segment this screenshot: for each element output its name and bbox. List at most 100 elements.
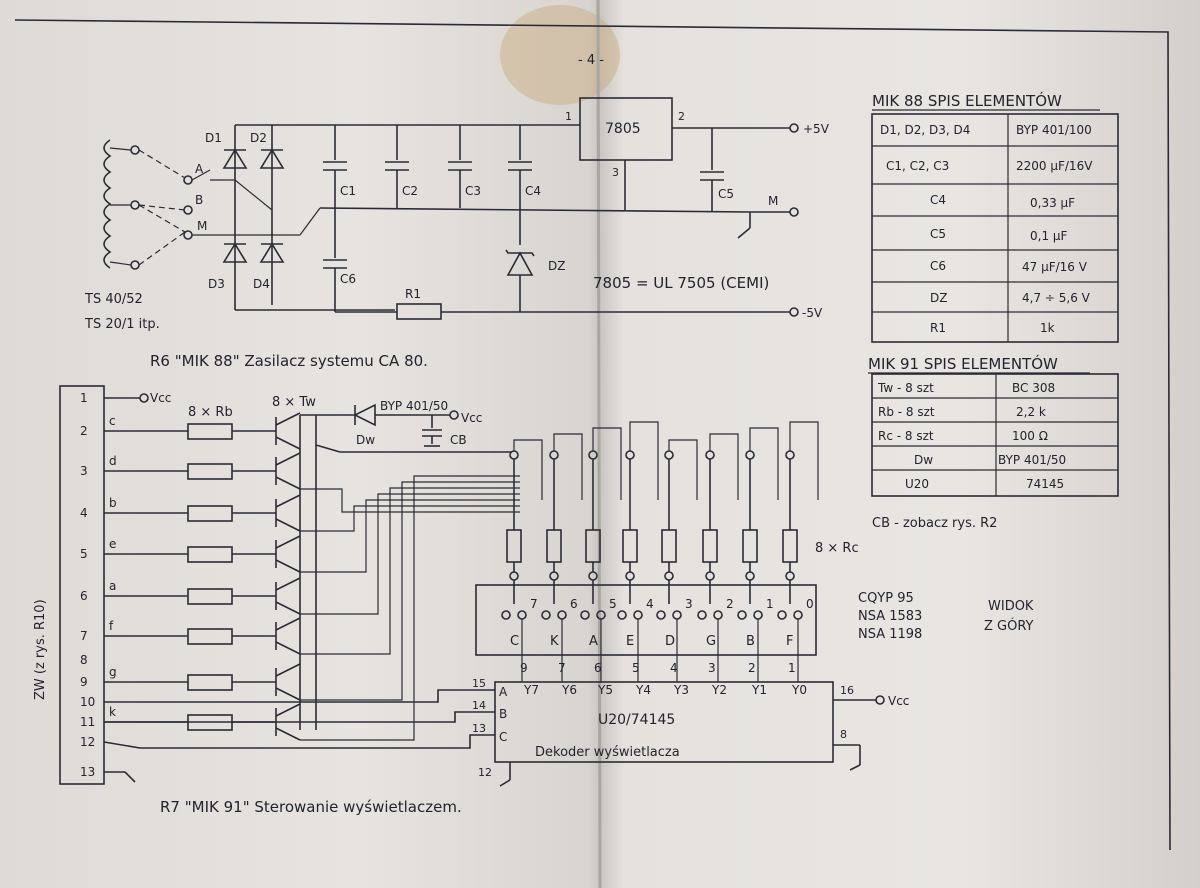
connector-pin-13: 13 bbox=[80, 765, 95, 779]
label-plus5v: +5V bbox=[803, 122, 830, 136]
mik88-row6-part: DZ bbox=[930, 291, 947, 305]
decoder-input-pin-14: 14 bbox=[472, 699, 486, 712]
mik88-row7-part: R1 bbox=[930, 321, 946, 335]
decoder-pin16: 16 bbox=[840, 684, 854, 697]
psu-caption: R6 "MIK 88" Zasilacz systemu CA 80. bbox=[150, 352, 428, 370]
display-module bbox=[475, 584, 817, 656]
reg-pin2: 2 bbox=[678, 110, 685, 123]
connector-label: ZW (z rys. R10) bbox=[33, 599, 48, 700]
segment-label-d: d bbox=[109, 454, 117, 468]
display-type-3: NSA 1198 bbox=[858, 627, 922, 642]
vcc-label-decoder: Vcc bbox=[888, 694, 909, 708]
decoder-input-A: A bbox=[499, 685, 508, 699]
mik91-table-title: MIK 91 SPIS ELEMENTÓW bbox=[868, 354, 1058, 373]
segment-label-a: a bbox=[109, 579, 116, 593]
mik91-row3-part: Rc - 8 szt bbox=[878, 429, 934, 443]
page-border bbox=[14, 19, 1171, 851]
display-digit-5: 5 bbox=[609, 597, 617, 611]
resistor-rb-c bbox=[187, 423, 233, 440]
rb-label: 8 × Rb bbox=[188, 405, 233, 420]
segment-label-b: b bbox=[109, 496, 117, 510]
decoder-pin-6: 6 bbox=[594, 661, 602, 675]
decoder-input-C: C bbox=[499, 730, 507, 744]
switch-b-terminal bbox=[183, 205, 193, 215]
decoder-pin-1: 1 bbox=[788, 661, 796, 675]
label-d1: D1 bbox=[205, 131, 222, 145]
resistor-rc-4 bbox=[622, 529, 638, 563]
regulator-7805 bbox=[579, 97, 673, 161]
switch-a-terminal bbox=[183, 175, 193, 185]
connector-pin-12: 12 bbox=[80, 735, 95, 749]
mik88-row7-value: 1k bbox=[1040, 321, 1055, 335]
connector-pin-10: 10 bbox=[80, 695, 95, 709]
mik91-row1-value: BC 308 bbox=[1012, 381, 1055, 395]
mik88-row4-part: C5 bbox=[930, 227, 946, 241]
label-c5: C5 bbox=[718, 187, 734, 201]
decoder-output-Y4: Y4 bbox=[635, 683, 651, 697]
reg-pin1: 1 bbox=[565, 110, 572, 123]
mik88-row2-value: 2200 μF/16V bbox=[1016, 159, 1093, 173]
display-digit-1: 1 bbox=[766, 597, 774, 611]
mik88-table-title: MIK 88 SPIS ELEMENTÓW bbox=[872, 91, 1062, 110]
decoder-output-Y5: Y5 bbox=[597, 683, 613, 697]
decoder-input-pin-13: 13 bbox=[472, 722, 486, 735]
diode-d2 bbox=[259, 148, 285, 169]
switch-label-a: A bbox=[195, 162, 204, 176]
display-digit-2: 2 bbox=[726, 597, 734, 611]
diode-d1 bbox=[222, 148, 248, 169]
mik91-row2-part: Rb - 8 szt bbox=[878, 405, 935, 419]
mik91-row1-part: Tw - 8 szt bbox=[877, 381, 934, 395]
mik91-table-note: CB - zobacz rys. R2 bbox=[872, 516, 997, 531]
label-m: M bbox=[768, 194, 778, 208]
switch-m-terminal bbox=[183, 230, 193, 240]
connector-pin-3: 3 bbox=[80, 464, 88, 478]
display-digit-3: 3 bbox=[685, 597, 693, 611]
terminal-plus5v bbox=[789, 123, 799, 133]
decoder-name: U20/74145 bbox=[598, 712, 675, 728]
mik88-row3-part: C4 bbox=[930, 193, 946, 207]
psu-schematic: A B M D1 D2 D3 D4 C1 C2 bbox=[84, 97, 830, 370]
mik91-row4-part: Dw bbox=[914, 453, 933, 467]
label-c2: C2 bbox=[402, 184, 418, 198]
rc-label: 8 × Rc bbox=[815, 541, 859, 556]
capacitors bbox=[323, 125, 724, 290]
vcc-label-pin1: Vcc bbox=[150, 391, 171, 405]
mik88-parts-table: MIK 88 SPIS ELEMENTÓW D1, D2, D3, D4 BYP… bbox=[871, 91, 1119, 343]
reg-pin3: 3 bbox=[612, 166, 619, 179]
label-d4: D4 bbox=[253, 277, 270, 291]
resistor-rc-5 bbox=[661, 529, 677, 563]
decoder-output-Y6: Y6 bbox=[561, 683, 577, 697]
label-d3: D3 bbox=[208, 277, 225, 291]
decoder-74145 bbox=[494, 681, 834, 763]
mik88-row1-part: D1, D2, D3, D4 bbox=[880, 123, 970, 137]
display-digit-4: 4 bbox=[646, 597, 654, 611]
decoder-input-B: B bbox=[499, 707, 507, 721]
resistor-rb-e bbox=[187, 546, 233, 563]
decoder-input-pin-15: 15 bbox=[472, 677, 486, 690]
display-digit-0: 0 bbox=[806, 597, 814, 611]
display-letter-B: B bbox=[746, 634, 755, 649]
decoder-pin-3: 3 bbox=[708, 661, 716, 675]
rc-resistors bbox=[506, 421, 819, 604]
display-letter-F: F bbox=[786, 634, 793, 649]
mik91-row2-value: 2,2 k bbox=[1016, 405, 1046, 419]
mik91-row5-part: U20 bbox=[905, 477, 929, 491]
label-c4: C4 bbox=[525, 184, 541, 198]
diode-d3 bbox=[222, 242, 248, 263]
mik88-row6-value: 4,7 ÷ 5,6 V bbox=[1022, 291, 1091, 305]
label-minus5v: -5V bbox=[802, 306, 823, 320]
display-letter-A: A bbox=[589, 634, 598, 649]
connector-pin-4: 4 bbox=[80, 506, 88, 520]
segment-label-f: f bbox=[109, 619, 114, 633]
cb-label: CB bbox=[450, 433, 467, 447]
display-type-2: NSA 1583 bbox=[858, 609, 922, 624]
mik88-row5-value: 47 μF/16 V bbox=[1022, 260, 1088, 274]
label-dz: DZ bbox=[548, 259, 565, 273]
connector-zw bbox=[59, 385, 105, 785]
decoder-pin-7: 7 bbox=[558, 661, 566, 675]
mik88-row4-value: 0,1 μF bbox=[1030, 229, 1068, 243]
